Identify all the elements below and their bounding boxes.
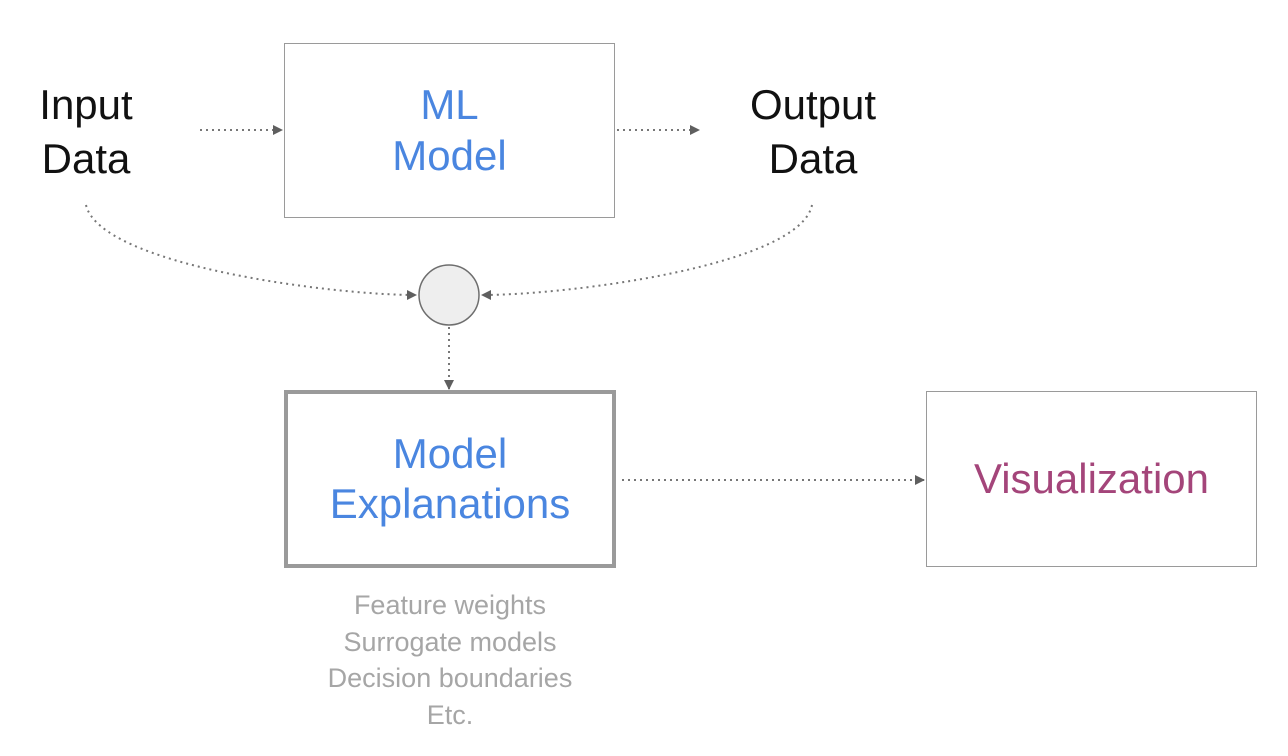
input-data-label: Input Data (16, 78, 156, 186)
join-node (418, 264, 480, 326)
model-explanations-box: Model Explanations (284, 390, 616, 568)
ml-model-line2: Model (392, 131, 507, 179)
explanation-type-item: Etc. (426, 700, 474, 731)
model-explanations-line2: Explanations (329, 480, 571, 527)
output-data-line2: Data (768, 134, 858, 182)
output-data-line1: Output (749, 81, 877, 128)
visualization-label: Visualization (973, 454, 1210, 502)
visualization-box: Visualization (926, 391, 1257, 567)
explanation-types-list: Feature weights Surrogate models Decisio… (250, 587, 650, 734)
explanation-type-item: Feature weights (353, 590, 547, 620)
input-data-line1: Input (39, 81, 133, 128)
output-data-label: Output Data (733, 78, 893, 186)
input-data-line2: Data (41, 134, 131, 182)
curve-output-to-join (481, 204, 813, 300)
explanation-type-item: Surrogate models (343, 626, 557, 657)
explanation-type-item: Decision boundaries (327, 663, 573, 694)
curve-input-to-join (85, 204, 417, 300)
ml-model-box: ML Model (284, 43, 615, 218)
ml-model-line1: ML (420, 81, 479, 129)
model-explanations-line1: Model (392, 429, 508, 477)
